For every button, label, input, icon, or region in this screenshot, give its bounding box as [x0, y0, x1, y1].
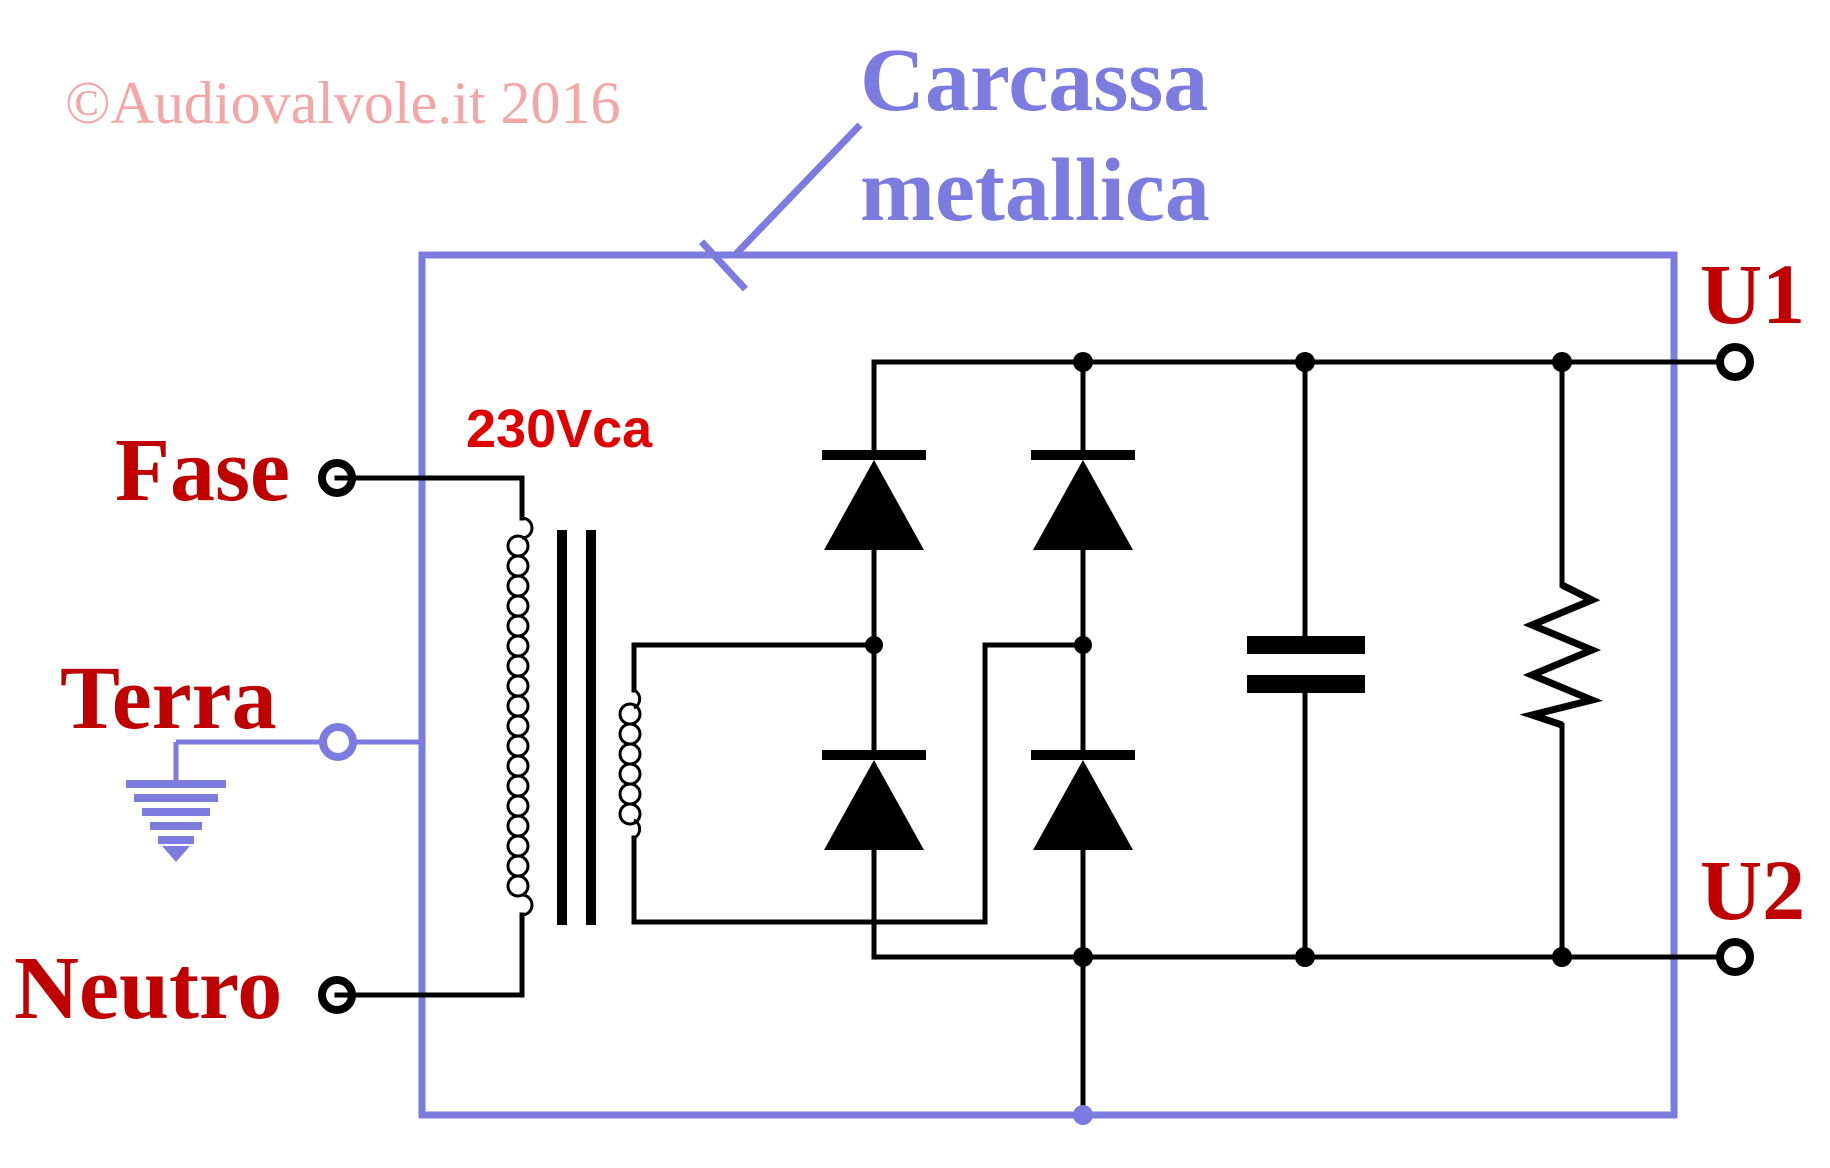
primary-voltage-label: 230Vca — [466, 399, 653, 459]
output-u2-label: U2 — [1700, 842, 1805, 938]
neutral-label: Neutro — [14, 939, 282, 1038]
primary-wiring — [334, 475, 525, 998]
diode-d3 — [822, 750, 926, 850]
output-u2-terminal — [1716, 938, 1754, 976]
metal-chassis-outline — [418, 251, 1678, 1119]
load-resistor — [1519, 359, 1604, 960]
diode-d4 — [1031, 750, 1135, 850]
output-u1-terminal — [1716, 343, 1754, 381]
earth-label: Terra — [60, 649, 277, 748]
secondary-wiring — [631, 642, 1086, 925]
transformer-core — [557, 530, 596, 925]
copyright-watermark: ©Audiovalvole.it 2016 — [65, 70, 621, 136]
filter-capacitor — [1247, 359, 1365, 960]
diode-d1 — [822, 450, 926, 550]
earth-terminal — [319, 723, 357, 761]
ground-symbol-icon — [126, 780, 226, 862]
phase-label: Fase — [115, 421, 290, 520]
chassis-label-line1: Carcassa — [860, 31, 1208, 130]
earth-connection — [173, 739, 422, 782]
chassis-label-line2: metallica — [860, 141, 1210, 240]
output-u1-label: U1 — [1700, 246, 1805, 342]
junction-dots — [865, 352, 1572, 1125]
diode-d2 — [1031, 450, 1135, 550]
chassis-pointer-arrow — [698, 122, 863, 292]
secondary-winding — [618, 688, 642, 840]
primary-winding — [506, 516, 534, 917]
